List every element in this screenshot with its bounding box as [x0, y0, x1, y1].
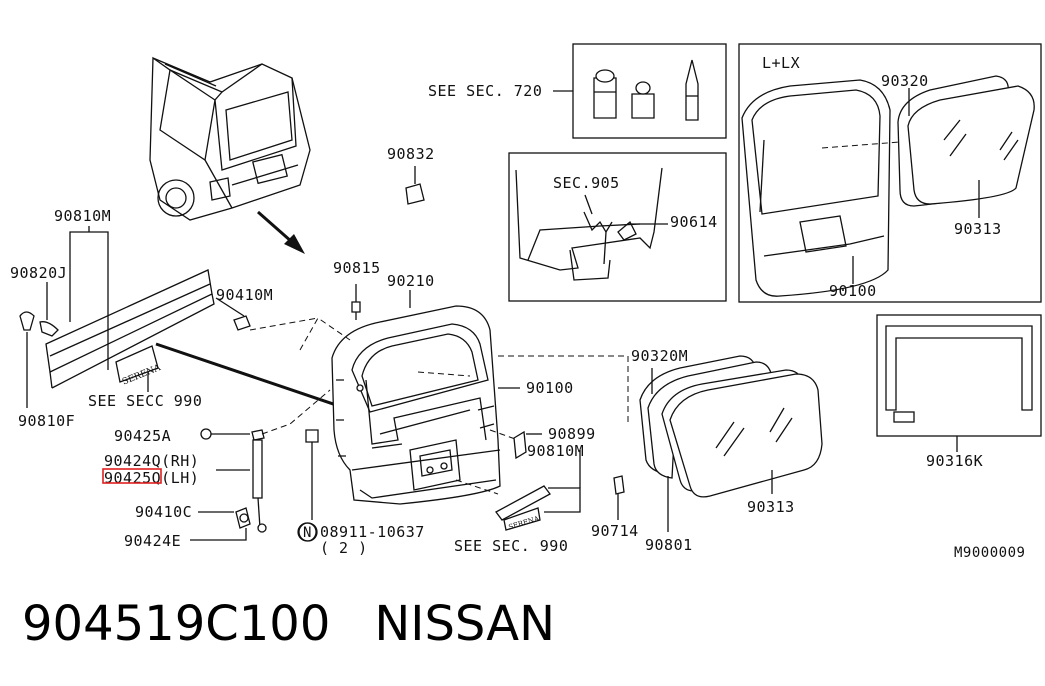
- footer-brand: NISSAN: [374, 596, 556, 652]
- label-sec905: SEC.905: [553, 174, 620, 192]
- label-90320-top: 90320: [881, 72, 929, 90]
- label-90100-top: 90100: [829, 282, 877, 300]
- gas-strut: [190, 389, 331, 541]
- label-90810f: 90810F: [18, 412, 75, 430]
- label-90424e: 90424E: [124, 532, 181, 550]
- label-90210: 90210: [387, 272, 435, 290]
- glass-assembly: [613, 355, 823, 532]
- badge-assembly: [495, 450, 581, 531]
- label-90424q: 90424Q(RH): [104, 452, 199, 470]
- weatherstrip-box: [876, 314, 1042, 452]
- label-see-secc-990: SEE SECC 990: [88, 392, 202, 410]
- vehicle-illustration: [149, 56, 311, 221]
- pad-90832: [405, 166, 425, 205]
- label-90313-mid: 90313: [747, 498, 795, 516]
- label-90320m: 90320M: [631, 347, 688, 365]
- hinge-inset-box: [508, 152, 727, 302]
- part-labels: SEE SEC. 720 L+LX 90832 90320 SEC.905 90…: [10, 54, 1025, 561]
- label-90815: 90815: [333, 259, 381, 277]
- label-90316k: 90316K: [926, 452, 983, 470]
- lx-inset-box: [738, 43, 1042, 303]
- label-90832: 90832: [387, 145, 435, 163]
- label-90801: 90801: [645, 536, 693, 554]
- label-90410c: 90410C: [135, 503, 192, 521]
- tailgate-panel: [249, 305, 629, 505]
- moulding-assembly: [19, 226, 215, 408]
- highlight-box: [102, 468, 162, 484]
- footer-caption: 904519C100 NISSAN: [22, 596, 555, 652]
- label-n-symbol: N: [303, 525, 312, 541]
- label-90425q: 90425Q(LH): [104, 469, 199, 487]
- label-90425a: 90425A: [114, 427, 171, 445]
- vehicle-arrow: [257, 210, 305, 254]
- label-90100-mid: 90100: [526, 379, 574, 397]
- n-symbol-circle: [297, 522, 317, 542]
- label-90614: 90614: [670, 213, 718, 231]
- label-90714: 90714: [591, 522, 639, 540]
- label-08911-qty: ( 2 ): [320, 539, 368, 557]
- label-lx: L+LX: [762, 54, 800, 72]
- clip-90410m: [215, 297, 251, 331]
- label-08911: 08911-10637: [320, 523, 425, 541]
- bolt-90815: [351, 284, 411, 320]
- sealant-box: [553, 43, 727, 139]
- label-see-sec-720: SEE SEC. 720: [428, 82, 542, 100]
- label-see-sec-990: SEE SEC. 990: [454, 537, 568, 555]
- label-90810m-left: 90810M: [54, 207, 111, 225]
- label-90313-top: 90313: [954, 220, 1002, 238]
- label-90820j: 90820J: [10, 264, 67, 282]
- label-90810m-mid: 90810M: [527, 442, 584, 460]
- pad-90899: [513, 430, 542, 460]
- label-90899: 90899: [548, 425, 596, 443]
- label-reference-code: M9000009: [954, 545, 1025, 561]
- footer-part-number: 904519C100: [22, 596, 331, 652]
- label-90410m: 90410M: [216, 286, 273, 304]
